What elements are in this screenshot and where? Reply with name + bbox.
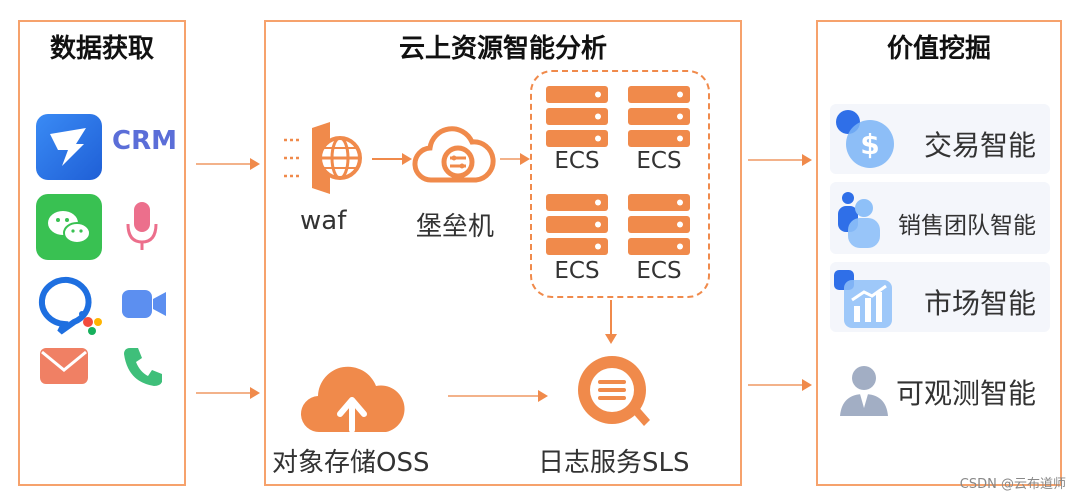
waf-label: waf bbox=[300, 206, 347, 236]
flow-arrow-head bbox=[402, 153, 412, 165]
flow-arrow-head bbox=[250, 387, 260, 399]
ecs-server-icon bbox=[626, 84, 692, 150]
panel-title-acquisition: 数据获取 bbox=[49, 34, 154, 64]
ecs-server-icon bbox=[544, 84, 610, 150]
sls-icon bbox=[572, 350, 658, 434]
panel-title-value: 价值挖掘 bbox=[886, 34, 991, 64]
flow-arrow-head bbox=[538, 390, 548, 402]
value-label-sales-team: 销售团队智能 bbox=[898, 213, 1036, 239]
chat-bubble-icon bbox=[34, 272, 104, 338]
ecs-server-icon bbox=[544, 192, 610, 258]
flow-arrow-line bbox=[748, 384, 802, 386]
ecs-label: ECS bbox=[636, 258, 682, 284]
flow-arrow-line bbox=[500, 158, 520, 160]
crm-label: CRM bbox=[112, 126, 177, 156]
oss-label: 对象存储OSS bbox=[272, 448, 430, 478]
ecs-server-icon bbox=[626, 192, 692, 258]
flow-arrow-line bbox=[448, 395, 538, 397]
dollar-icon: $ bbox=[834, 108, 898, 172]
data-acquisition-panel: 数据获取 CRM bbox=[18, 20, 186, 486]
flow-arrow-head bbox=[802, 154, 812, 166]
value-label-market: 市场智能 bbox=[923, 287, 1036, 320]
video-camera-icon bbox=[120, 284, 168, 324]
waf-icon bbox=[282, 118, 368, 198]
microphone-icon bbox=[120, 194, 164, 260]
mail-icon bbox=[38, 344, 90, 388]
flow-arrow-head bbox=[520, 153, 530, 165]
dingtalk-icon bbox=[36, 114, 102, 180]
value-card-market: 市场智能 bbox=[830, 262, 1050, 332]
svg-text:$: $ bbox=[860, 128, 879, 161]
bar-chart-icon bbox=[834, 266, 898, 330]
value-label-trade: 交易智能 bbox=[923, 129, 1036, 162]
flow-arrow-line bbox=[610, 300, 612, 334]
flow-arrow-head bbox=[802, 379, 812, 391]
value-card-sales-team: 销售团队智能 bbox=[830, 182, 1050, 254]
flow-arrow-line bbox=[748, 159, 802, 161]
flow-arrow-head bbox=[605, 334, 617, 344]
ecs-label: ECS bbox=[554, 148, 600, 174]
ecs-label: ECS bbox=[554, 258, 600, 284]
flow-arrow-line bbox=[372, 158, 402, 160]
panel-title-analysis: 云上资源智能分析 bbox=[398, 34, 607, 64]
watermark: CSDN @云布道师 bbox=[959, 477, 1066, 492]
flow-arrow-line bbox=[196, 392, 250, 394]
phone-icon bbox=[120, 344, 164, 388]
ecs-server-group bbox=[530, 70, 710, 298]
person-icon bbox=[834, 360, 894, 420]
oss-icon bbox=[300, 352, 408, 434]
value-label-observability: 可观测智能 bbox=[895, 377, 1036, 410]
ecs-label: ECS bbox=[636, 148, 682, 174]
sls-label: 日志服务SLS bbox=[538, 448, 690, 478]
value-card-trade: $ 交易智能 bbox=[830, 104, 1050, 174]
team-icon bbox=[834, 188, 898, 252]
bastion-host-icon bbox=[410, 116, 496, 196]
flow-arrow-line bbox=[196, 163, 250, 165]
bastion-host-label: 堡垒机 bbox=[416, 212, 495, 242]
flow-arrow-head bbox=[250, 158, 260, 170]
value-card-observability: 可观测智能 bbox=[830, 350, 1050, 422]
wechat-icon bbox=[36, 194, 102, 260]
